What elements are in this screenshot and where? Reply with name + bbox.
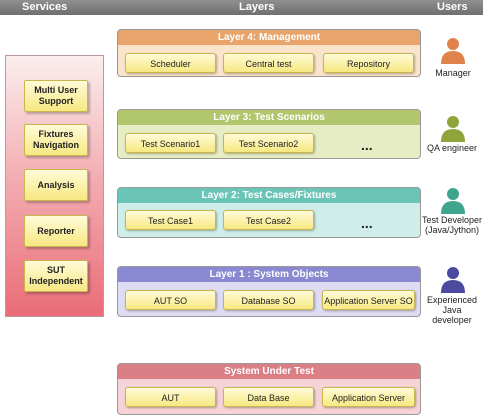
- layer-item-repository: Repository: [323, 53, 414, 73]
- layer-title: System Under Test: [118, 364, 420, 379]
- layer-item-test-scenario2: Test Scenario2: [223, 133, 314, 153]
- users-header: Users: [437, 1, 468, 13]
- user-label-test-developer: Test Developer (Java/Jython): [421, 215, 483, 235]
- layer-item-test-case2: Test Case2: [223, 210, 314, 230]
- layer-title: Layer 1 : System Objects: [118, 267, 420, 282]
- user-label-experienced-java-developer: Experienced Java developer: [426, 295, 478, 325]
- layer-item-application-server-so: Application Server SO: [322, 290, 415, 310]
- layers-header: Layers: [239, 1, 275, 13]
- layer-item-test-scenario1: Test Scenario1: [125, 133, 216, 153]
- layer-item-data-base: Data Base: [223, 387, 314, 407]
- service-multi-user-support: Multi User Support: [24, 80, 88, 112]
- java-developer-person-icon: [441, 267, 465, 293]
- layer-item-test-case1: Test Case1: [125, 210, 216, 230]
- layer-item-aut-so: AUT SO: [125, 290, 216, 310]
- layer-item-central-test: Central test: [223, 53, 314, 73]
- manager-person-icon: [441, 38, 465, 64]
- service-analysis: Analysis: [24, 169, 88, 201]
- more-indicator: ...: [361, 137, 373, 153]
- layer-management: Layer 4: Management Scheduler Central te…: [117, 29, 421, 77]
- test-developer-person-icon: [441, 188, 465, 214]
- layer-system-under-test: System Under Test AUT Data Base Applicat…: [117, 363, 421, 415]
- layer-item-application-server: Application Server: [322, 387, 415, 407]
- services-panel: Multi User Support Fixtures Navigation A…: [5, 55, 104, 317]
- layer-item-aut: AUT: [125, 387, 216, 407]
- service-reporter: Reporter: [24, 215, 88, 247]
- more-indicator: ...: [361, 215, 373, 231]
- layer-system-objects: Layer 1 : System Objects AUT SO Database…: [117, 266, 421, 317]
- layer-title: Layer 2: Test Cases/Fixtures: [118, 188, 420, 203]
- layer-item-database-so: Database SO: [223, 290, 314, 310]
- user-label-qa-engineer: QA engineer: [426, 143, 478, 153]
- layer-test-scenarios: Layer 3: Test Scenarios Test Scenario1 T…: [117, 109, 421, 159]
- services-header: Services: [22, 1, 68, 13]
- layer-title: Layer 4: Management: [118, 30, 420, 45]
- layer-title: Layer 3: Test Scenarios: [118, 110, 420, 125]
- layer-item-scheduler: Scheduler: [125, 53, 216, 73]
- user-label-manager: Manager: [435, 68, 471, 78]
- qa-engineer-person-icon: [441, 116, 465, 142]
- header-bar: Services Layers Users: [0, 0, 483, 15]
- service-sut-independent: SUT Independent: [24, 260, 88, 292]
- service-fixtures-navigation: Fixtures Navigation: [24, 124, 88, 156]
- layer-test-cases: Layer 2: Test Cases/Fixtures Test Case1 …: [117, 187, 421, 238]
